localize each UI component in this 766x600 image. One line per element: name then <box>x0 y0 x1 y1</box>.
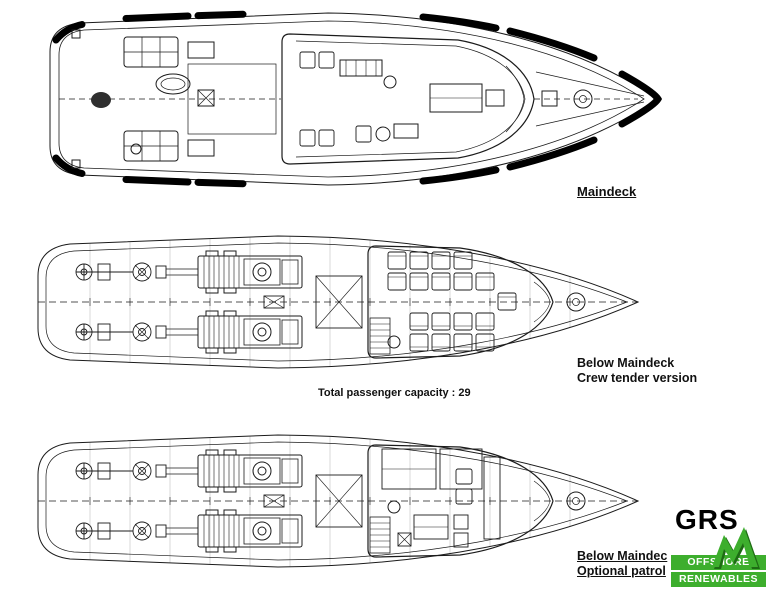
maindeck-label: Maindeck <box>577 184 637 199</box>
grs-logo-swoosh-icon <box>712 527 760 569</box>
steering-gear <box>75 262 198 342</box>
patrol-interior <box>381 448 501 548</box>
helm-console <box>339 59 383 77</box>
patrol-label-line1: Below Maindec <box>577 549 668 563</box>
crew-version-label: Below Maindeck Crew tender version <box>577 356 697 386</box>
passenger-cabin <box>367 245 554 359</box>
midship-void <box>263 275 363 329</box>
passenger-seats <box>387 251 517 352</box>
stairs <box>369 317 391 355</box>
grs-logo: GRS OFFSHORE RENEWABLES <box>671 505 766 587</box>
midship-void <box>263 474 363 528</box>
patrol-version-label: Below Maindec Optional patrol <box>577 549 667 579</box>
aft-deck-equipment <box>59 29 281 169</box>
hatch-grate <box>91 92 111 108</box>
engine-starboard <box>197 310 303 354</box>
engine-port <box>197 449 303 493</box>
capacity-caption: Total passenger capacity : 29 <box>318 387 471 399</box>
bow-hatch <box>566 292 586 312</box>
patrol-label-line2: Optional patrol <box>577 564 666 578</box>
superstructure <box>281 33 535 165</box>
engine-port <box>197 250 303 294</box>
frame-ticks <box>89 497 571 505</box>
grs-logo-text: GRS <box>675 504 739 535</box>
maindeck-plan-drawing <box>49 10 663 188</box>
crew-label-line1: Below Maindeck <box>577 356 675 370</box>
windlass <box>573 89 593 109</box>
foredeck <box>534 71 645 127</box>
engine-starboard <box>197 509 303 553</box>
stairs <box>369 516 391 554</box>
frame-ticks <box>89 298 571 306</box>
bow-hatch <box>566 491 586 511</box>
patrol-cabin <box>367 444 554 558</box>
crew-label-line2: Crew tender version <box>577 371 698 385</box>
fenders <box>52 10 663 188</box>
steering-gear <box>75 461 198 541</box>
cabin-seats <box>299 51 372 147</box>
crew-tender-plan-drawing <box>37 235 640 369</box>
logo-tagline-renewables: RENEWABLES <box>671 572 766 587</box>
wc-fixture <box>387 500 401 514</box>
wc-fixture <box>387 335 401 349</box>
patrol-plan-drawing <box>37 434 640 568</box>
